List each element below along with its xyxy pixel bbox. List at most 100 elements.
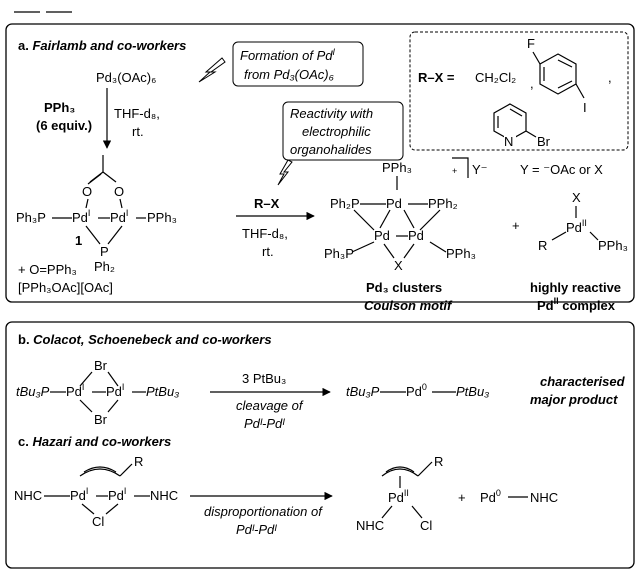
compound-number: 1 [75, 233, 82, 248]
b-arrow-note-2: Pdᴵ-Pdᴵ [244, 416, 285, 431]
b-right-ligand: PtBu₃ [146, 384, 179, 399]
mono-r: R [538, 238, 547, 253]
cluster-charge: + [452, 166, 457, 176]
reagent-equiv: (6 equiv.) [36, 118, 92, 133]
b-product-right: PtBu₃ [456, 384, 489, 399]
panel-a-heading: a. Fairlamb and co-workers [18, 38, 186, 53]
c-nhc-left: NHC [14, 488, 42, 503]
dimer-bridge-p: P [100, 244, 109, 259]
c-pd-left: PdI [70, 486, 88, 503]
rx-option-dcm: CH₂Cl₂ [475, 70, 516, 85]
c-p2-nhc: NHC [530, 490, 558, 505]
caption-cluster-1: Pd₃ clusters [366, 280, 442, 295]
fluoro-label: F [527, 36, 535, 51]
plus-a: + [512, 218, 520, 233]
panel-c-dimer: R NHC PdI PdI NHC Cl [14, 454, 178, 529]
dimer-right-pph3: PPh₃ [147, 210, 177, 225]
cluster-pd-top: Pd [386, 196, 402, 211]
mono-pph3: PPh₃ [598, 238, 628, 253]
byproduct-salt: [PPh₃OAc][OAc] [18, 280, 113, 295]
c-pd-right: PdI [108, 486, 126, 503]
bromo-label: Br [537, 134, 551, 149]
b-br-bottom: Br [94, 412, 108, 427]
arrow-reagent-rx: R–X [254, 196, 280, 211]
c-p1-r: R [434, 454, 443, 469]
b-reagent: 3 PtBu₃ [242, 371, 286, 386]
cluster-pd-right: Pd [408, 228, 424, 243]
c-arrow-note-2: Pdᴵ-Pdᴵ [236, 522, 277, 537]
c-p2-pd: Pd0 [480, 488, 501, 505]
solvent-1: THF-d₈, [114, 106, 160, 121]
pdii-complex: X PdII R PPh₃ [538, 190, 628, 253]
compound-1-dimer: O O Ph₃P PdI PdI PPh₃ 1 P Ph₂ [16, 155, 177, 274]
dimer-pd-left: PdI [72, 208, 90, 225]
panel-bc-frame [5, 321, 635, 569]
bromopyridine: N Br [493, 103, 551, 149]
mono-x: X [572, 190, 581, 205]
cluster-counterion: Y⁻ [472, 162, 488, 177]
acetate-o-right: O [114, 184, 124, 199]
pyridine-n: N [504, 134, 513, 149]
cluster-ph2p: Ph₂P [330, 196, 360, 211]
pd3oac6-start: Pd₃(OAc)₆ [96, 70, 156, 85]
cluster-pd-left: Pd [374, 228, 390, 243]
panel-a-frame [5, 23, 635, 303]
cluster-pph2: PPh₂ [428, 196, 458, 211]
c-p1-nhc: NHC [356, 518, 384, 533]
comma-2: , [608, 70, 612, 85]
b-br-top: Br [94, 358, 108, 373]
reactivity-line2: electrophilic [302, 124, 371, 139]
formation-note-box [232, 41, 364, 87]
temp-1: rt. [132, 124, 144, 139]
c-p1-pd: PdII [388, 488, 409, 505]
temp-2: rt. [262, 244, 274, 259]
panel-b-heading: b. Colacot, Schoenebeck and co-workers [18, 332, 272, 347]
caption-mono-2: PdII complex [537, 296, 616, 313]
formation-note-line1: Formation of PdI [240, 47, 336, 63]
b-product-note-2: major product [530, 392, 618, 407]
caption-cluster-2: Coulson motif [364, 298, 453, 313]
byproduct-oppph3: + O=PPh₃ [18, 262, 77, 277]
dimer-bridge-ph2: Ph₂ [94, 259, 115, 274]
rx-label: R–X = [418, 70, 455, 85]
dimer-pd-right: PdI [110, 208, 128, 225]
b-arrow-note-1: cleavage of [236, 398, 304, 413]
iodo-label: I [583, 100, 587, 115]
fluoroiodobenzene: F I [527, 36, 587, 115]
c-arrow-note-1: disproportionation of [204, 504, 323, 519]
rx-options-box [409, 31, 629, 151]
panel-c-product1: R PdII NHC Cl [356, 454, 443, 533]
b-product-pd: Pd0 [406, 382, 427, 399]
reactivity-line1: Reactivity with [290, 106, 373, 121]
reagent-pph3: PPh₃ [44, 100, 75, 115]
c-allyl-r: R [134, 454, 143, 469]
panel-b-dimer: Br tBu₃P PdI PdI PtBu₃ Br [16, 358, 179, 427]
panel-b-product: tBu₃P Pd0 PtBu₃ [346, 382, 489, 399]
hollow-arrow-formation [198, 57, 226, 83]
pd3-cluster: PPh₃ Ph₂P Pd PPh₂ Pd Pd Ph₃P PPh₃ X + Y⁻ [324, 157, 488, 273]
b-left-ligand: tBu₃P [16, 384, 50, 399]
c-nhc-right: NHC [150, 488, 178, 503]
caption-mono-1: highly reactive [530, 280, 621, 295]
y-definition: Y = ⁻OAc or X [520, 162, 603, 177]
cluster-ph3p: Ph₃P [324, 246, 354, 261]
dimer-left-pph3: Ph₃P [16, 210, 46, 225]
c-cl: Cl [92, 514, 104, 529]
mono-pd: PdII [566, 218, 587, 235]
b-pd-right: PdI [106, 382, 124, 399]
b-product-note-1: characterised [540, 374, 626, 389]
cluster-x: X [394, 258, 403, 273]
cluster-pph3-right: PPh₃ [446, 246, 476, 261]
reactivity-line3: organohalides [290, 142, 372, 157]
cluster-top-pph3: PPh₃ [382, 160, 412, 175]
acetate-o-left: O [82, 184, 92, 199]
comma-1: , [530, 76, 534, 91]
c-p1-cl: Cl [420, 518, 432, 533]
solvent-2: THF-d₈, [242, 226, 288, 241]
formation-note-line2: from Pd₃(OAc)₆ [244, 67, 335, 82]
reactivity-note-box [282, 101, 404, 161]
panel-c-product2: Pd0 NHC [480, 488, 558, 505]
b-pd-left: PdI [66, 382, 84, 399]
plus-c: + [458, 490, 466, 505]
